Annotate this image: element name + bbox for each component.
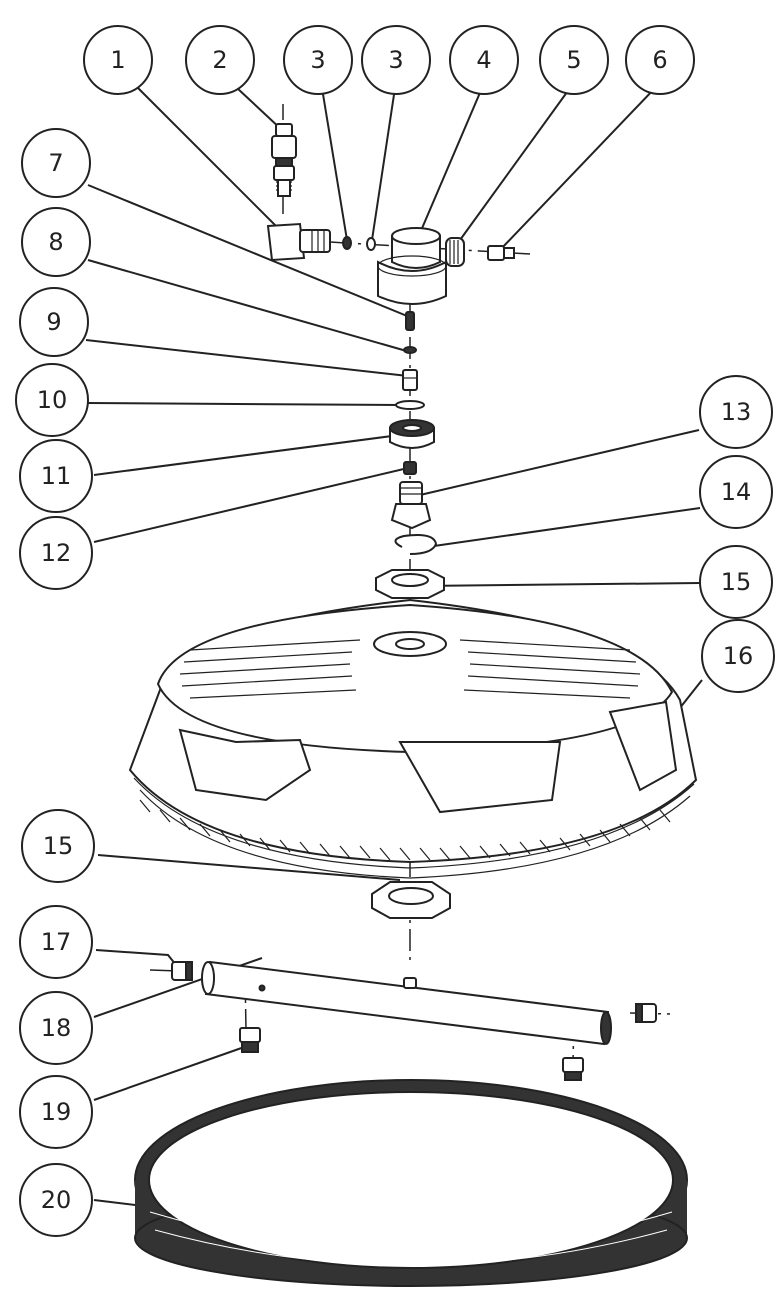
svg-text:20: 20: [41, 1186, 72, 1214]
svg-text:12: 12: [41, 539, 72, 567]
callout-20: 20: [19, 1163, 93, 1237]
svg-text:3: 3: [310, 46, 325, 74]
callout-6: 6: [625, 25, 695, 95]
callout-19: 19: [19, 1075, 93, 1149]
part-11-bearing: [389, 419, 435, 449]
callout-4: 4: [449, 25, 519, 95]
callout-8: 8: [21, 207, 91, 277]
svg-text:16: 16: [723, 642, 754, 670]
part-12-nut: [403, 461, 417, 475]
callout-14: 14: [699, 455, 773, 529]
callout-18: 18: [19, 991, 93, 1065]
svg-text:14: 14: [721, 478, 752, 506]
callout-15-lower: 15: [21, 809, 95, 883]
callout-3a: 3: [283, 25, 353, 95]
part-1-valve-body: [266, 222, 331, 262]
svg-text:8: 8: [48, 228, 63, 256]
part-2-fitting: [271, 123, 297, 197]
callout-11: 11: [19, 439, 93, 513]
part-18-lateral-pipe: [201, 960, 612, 1046]
svg-text:15: 15: [721, 568, 752, 596]
leader-lines: [85, 87, 703, 1211]
part-14-snap-ring: [394, 534, 438, 555]
svg-text:3: 3: [388, 46, 403, 74]
part-6-screw: [487, 245, 515, 261]
part-20-ring-band: [134, 1079, 688, 1287]
part-9-stem: [402, 369, 418, 391]
callout-1: 1: [83, 25, 153, 95]
part-3-washers: [342, 236, 376, 251]
callout-9: 9: [19, 287, 89, 357]
svg-text:13: 13: [721, 398, 752, 426]
callout-5: 5: [539, 25, 609, 95]
svg-text:6: 6: [652, 46, 667, 74]
part-10-clip: [395, 400, 425, 410]
svg-text:18: 18: [41, 1014, 72, 1042]
callout-15-upper: 15: [699, 545, 773, 619]
svg-text:9: 9: [46, 308, 61, 336]
part-5-knob: [445, 237, 465, 267]
callout-17: 17: [19, 905, 93, 979]
svg-text:4: 4: [476, 46, 491, 74]
callout-10: 10: [15, 363, 89, 437]
part-4-housing: [377, 227, 447, 305]
svg-text:5: 5: [566, 46, 581, 74]
svg-text:7: 7: [48, 149, 63, 177]
callout-12: 12: [19, 516, 93, 590]
svg-text:19: 19: [41, 1098, 72, 1126]
callout-2: 2: [185, 25, 255, 95]
svg-text:2: 2: [212, 46, 227, 74]
part-17-end-caps: [171, 961, 657, 1023]
callout-13: 13: [699, 375, 773, 449]
part-15-locknut-upper: [375, 569, 445, 599]
part-8-oring: [403, 346, 417, 354]
part-19-nozzles: [239, 1027, 584, 1081]
callout-16: 16: [701, 619, 775, 693]
svg-text:11: 11: [41, 462, 72, 490]
svg-text:17: 17: [41, 928, 72, 956]
part-15-locknut-lower: [371, 881, 451, 919]
svg-text:1: 1: [110, 46, 125, 74]
part-16-lid: [128, 598, 698, 879]
svg-text:15: 15: [43, 832, 74, 860]
svg-text:10: 10: [37, 386, 68, 414]
part-7-pin: [405, 311, 415, 331]
part-13-adapter: [390, 481, 432, 530]
callout-3b: 3: [361, 25, 431, 95]
callout-7: 7: [21, 128, 91, 198]
